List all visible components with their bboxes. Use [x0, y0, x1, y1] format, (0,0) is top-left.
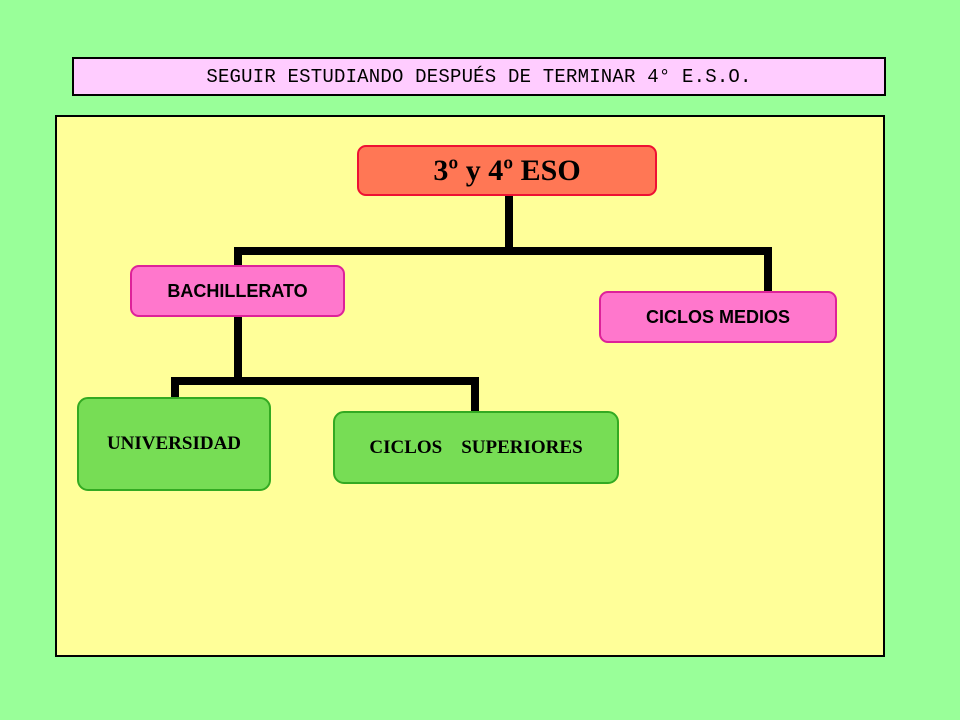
node-universidad: UNIVERSIDAD [77, 397, 271, 491]
node-ciclos-superiores: CICLOS SUPERIORES [333, 411, 619, 484]
node-eso: 3º y 4º ESO [357, 145, 657, 196]
node-ciclos-medios: CICLOS MEDIOS [599, 291, 837, 343]
diagram-panel [55, 115, 885, 657]
node-bachillerato: BACHILLERATO [130, 265, 345, 317]
page-title: SEGUIR ESTUDIANDO DESPUÉS DE TERMINAR 4°… [72, 57, 886, 96]
